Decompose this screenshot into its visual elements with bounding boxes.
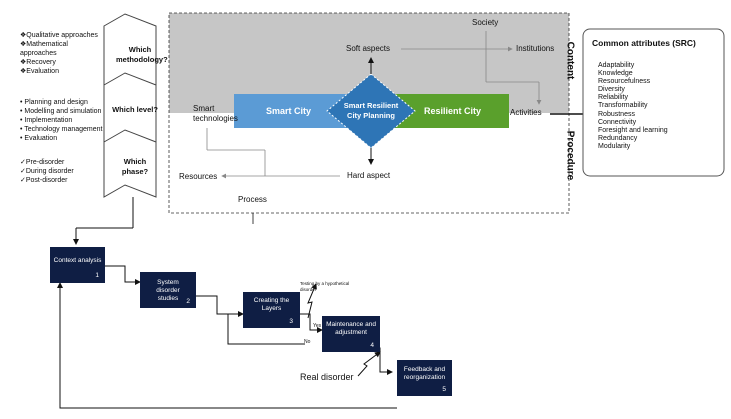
process-box-number: 1 xyxy=(95,272,99,279)
attribute-item: Robustness xyxy=(598,110,635,118)
smart-city-label: Smart City xyxy=(266,106,312,116)
attribute-item: Redundancy xyxy=(598,134,638,142)
process-box-number: 5 xyxy=(442,386,446,393)
institutions-label: Institutions xyxy=(516,44,555,53)
srcp-diamond xyxy=(326,73,416,149)
attribute-item: Adaptability xyxy=(598,62,635,69)
methodology-item: ❖Qualitative approaches xyxy=(20,32,98,39)
process-box-label: Maintenance and adjustment xyxy=(326,321,376,336)
process-box-label: System disorder studies xyxy=(156,279,180,302)
procedure-frame xyxy=(168,12,570,214)
attribute-item: Foresight and learning xyxy=(598,126,668,134)
procedure-label: Procedure xyxy=(564,130,576,181)
attribute-item: Resourcefulness xyxy=(598,78,651,86)
methodology-question: Which methodology? xyxy=(116,45,168,64)
phase-item: ✓Post-disorder xyxy=(20,177,68,184)
box-feedback-text: Feedback and reorganization 5 xyxy=(397,360,452,396)
activities-label: Activities xyxy=(510,108,542,117)
level-list: • Planning and design • Modelling and si… xyxy=(20,98,108,143)
phase-item: ✓During disorder xyxy=(20,168,74,175)
testing-label: Testing by a hypothetical disorder xyxy=(300,281,350,292)
attribute-item: Reliability xyxy=(598,94,628,102)
real-disorder-label: Real disorder xyxy=(300,372,354,382)
yes-label: Yes xyxy=(313,323,322,329)
box-maintenance xyxy=(322,316,380,352)
attributes-title: Common attributes (SRC) xyxy=(592,38,696,48)
hard-aspect-label: Hard aspect xyxy=(347,171,391,180)
attributes-box xyxy=(582,28,725,177)
attribute-item: Knowledge xyxy=(598,70,633,78)
attribute-item: Transformability xyxy=(598,102,648,110)
process-box-label: Feedback and reorganization xyxy=(403,366,446,381)
box-feedback xyxy=(397,360,452,396)
box-system-disorder xyxy=(140,272,196,308)
process-box-number: 3 xyxy=(289,318,293,325)
methodology-item: ❖Evaluation xyxy=(20,68,59,75)
attributes-list: Adaptability Knowledge Resourcefulness D… xyxy=(598,62,716,151)
phase-item: ✓Pre-disorder xyxy=(20,159,65,166)
resources-label: Resources xyxy=(179,172,218,181)
process-label: Process xyxy=(238,195,267,204)
box-creating-layers xyxy=(243,292,300,328)
process-box-label: Creating the Layers xyxy=(253,297,290,312)
box-maintenance-text: Maintenance and adjustment 4 xyxy=(322,316,380,352)
box-system-disorder-text: System disorder studies 2 xyxy=(140,272,196,308)
srcp-label: Smart Resilient City Planning xyxy=(343,101,399,120)
level-item: • Implementation xyxy=(20,117,73,124)
box-creating-layers-text: Creating the Layers 3 xyxy=(243,292,300,328)
level-question: Which level? xyxy=(112,105,158,114)
level-item: • Modelling and simulation xyxy=(20,108,102,115)
attribute-item: Modularity xyxy=(598,142,631,150)
attribute-item: Diversity xyxy=(598,86,625,94)
process-box-number: 4 xyxy=(370,342,374,349)
phase-list: ✓Pre-disorder ✓During disorder ✓Post-dis… xyxy=(20,158,100,185)
soft-aspects-label: Soft aspects xyxy=(346,44,391,53)
process-box-label: Context analysis xyxy=(53,257,102,264)
attribute-item: Connectivity xyxy=(598,118,637,126)
methodology-item: ❖Recovery xyxy=(20,59,56,66)
level-item: • Evaluation xyxy=(20,135,58,142)
no-label: No xyxy=(304,339,311,345)
resilient-city-label: Resilient City xyxy=(424,106,482,116)
phase-chevron xyxy=(103,129,157,198)
smart-technologies-label: Smart technologies xyxy=(193,104,238,123)
methodology-list: ❖Qualitative approaches ❖Mathematical ap… xyxy=(20,31,106,76)
box-context-analysis-text: Context analysis 1 xyxy=(50,247,105,283)
society-label: Society xyxy=(472,18,499,27)
box-context-analysis xyxy=(50,247,105,283)
content-label: Content xyxy=(564,41,576,80)
phase-question: Which phase? xyxy=(121,157,149,176)
level-item: • Planning and design xyxy=(20,99,88,106)
level-item: • Technology management xyxy=(20,126,103,133)
methodology-item: ❖Mathematical approaches xyxy=(20,41,68,57)
process-box-number: 2 xyxy=(186,298,190,305)
